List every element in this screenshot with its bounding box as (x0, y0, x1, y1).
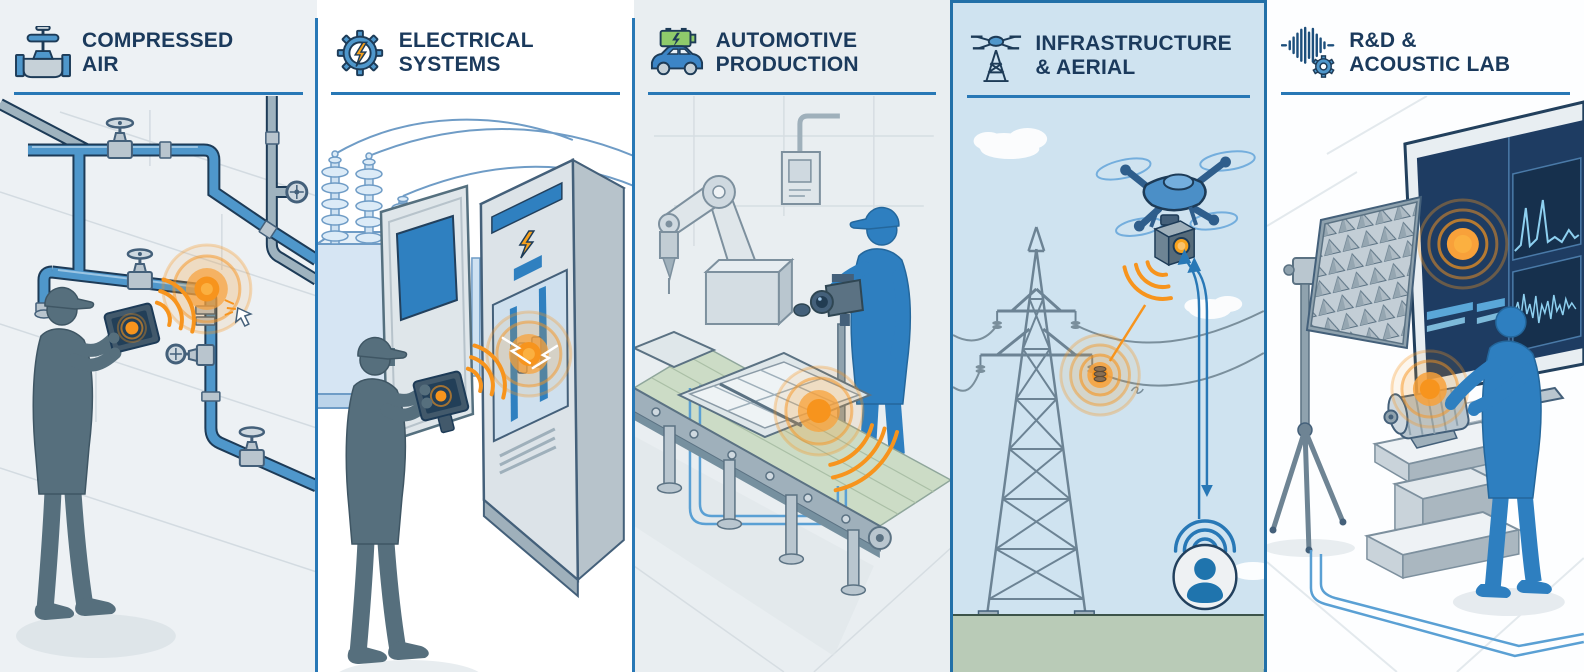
floor-cables (1309, 550, 1584, 658)
infrastructure-aerial-scene (953, 128, 1265, 672)
panel-title: AUTOMOTIVE PRODUCTION (716, 29, 859, 76)
analysis-monitor (1403, 100, 1584, 414)
cap (357, 336, 407, 360)
floor-shadow (339, 660, 479, 672)
frequency-spectrum (1512, 157, 1582, 261)
tripod-column (1300, 283, 1310, 427)
transmission-tower (975, 226, 1098, 622)
noise-glow (1390, 349, 1470, 429)
waveform (1512, 255, 1582, 353)
conveyor-belt (633, 330, 951, 656)
conveyor-legs (656, 425, 866, 596)
empty-tray (633, 330, 717, 369)
acoustic-heatmap (1417, 198, 1509, 290)
telemetry-arrows (1177, 249, 1214, 519)
compressed-air-scene (0, 96, 317, 658)
valve-icon (15, 25, 71, 78)
leak-glow (161, 243, 253, 335)
title-line-1: INFRASTRUCTURE (1035, 31, 1232, 55)
screen-buttons (1427, 298, 1506, 332)
power-lines (953, 310, 1265, 394)
header-underline (647, 92, 937, 95)
panel-title: COMPRESSED AIR (82, 29, 233, 76)
cap (44, 286, 95, 310)
arc-sparks (501, 336, 558, 370)
lightning-symbol (518, 230, 536, 259)
control-box (780, 113, 840, 205)
panel-infrastructure-aerial: INFRASTRUCTURE & AERIAL (950, 0, 1268, 672)
battery-car-icon (650, 27, 703, 75)
title-line-1: R&D & (1349, 28, 1417, 52)
header-underline (14, 92, 303, 95)
panel-title: INFRASTRUCTURE & AERIAL (1035, 32, 1231, 79)
electrical-systems-scene (316, 118, 634, 672)
rd-acoustic-lab-scene (1267, 96, 1584, 672)
header-underline (1281, 92, 1570, 95)
title-line-2: ACOUSTIC LAB (1349, 52, 1511, 76)
panel-electrical-systems: ELECTRICAL SYSTEMS (316, 0, 634, 672)
panel-title: R&D & ACOUSTIC LAB (1349, 29, 1510, 76)
ultrasound-waves (154, 277, 196, 334)
power-lines (334, 118, 634, 197)
ultrasound-waves (465, 343, 507, 400)
title-line-2: PRODUCTION (715, 52, 859, 76)
title-line-2: & AERIAL (1035, 55, 1136, 79)
detection-pointer-line (1109, 304, 1147, 362)
microphone-array-panel (1267, 195, 1423, 557)
corona-discharge-glow (1059, 333, 1142, 417)
automotive-production-scene (633, 96, 951, 672)
gear-lightning-icon (336, 29, 383, 76)
title-line-1: ELECTRICAL (398, 28, 534, 52)
valve-handwheel-mid (126, 248, 154, 290)
title-line-2: AIR (82, 52, 119, 76)
ultrasound-waves (1122, 260, 1174, 301)
valve-wheel-gray-pipe (285, 180, 309, 204)
ultrasound-waves (827, 423, 899, 493)
panel-header: AUTOMOTIVE PRODUCTION (634, 0, 951, 97)
header-underline (967, 95, 1251, 98)
panel-header: INFRASTRUCTURE & AERIAL (953, 3, 1264, 100)
engineer-silhouette (1445, 306, 1565, 616)
floor-shadow (15, 614, 176, 658)
inspection-drone (1096, 150, 1257, 267)
partial-discharge-glow (485, 310, 573, 398)
panel-divider (315, 18, 318, 672)
robot-arm (657, 175, 795, 327)
ground (953, 615, 1265, 672)
panel-divider (632, 18, 635, 672)
valve-handwheel-low (238, 426, 266, 467)
panel-header: COMPRESSED AIR (0, 0, 317, 97)
title-line-2: SYSTEMS (398, 52, 501, 76)
panel-title: ELECTRICAL SYSTEMS (399, 29, 534, 76)
title-line-1: COMPRESSED (82, 28, 234, 52)
technician-silhouette (339, 336, 479, 672)
valve-handwheel-top (105, 117, 135, 159)
header-underline (330, 92, 620, 95)
technician-silhouette (15, 286, 176, 658)
tripod-legs (1270, 427, 1346, 553)
cap (849, 206, 900, 230)
panel-header: R&D & ACOUSTIC LAB (1267, 0, 1584, 97)
panel-automotive-production: AUTOMOTIVE PRODUCTION (633, 0, 951, 672)
leak-spray-cursor (224, 299, 253, 328)
drone-tower-icon (971, 35, 1022, 82)
panel-compressed-air: COMPRESSED AIR (0, 0, 317, 672)
ground-operator-badge (1172, 543, 1238, 611)
leak-glow (773, 365, 864, 457)
sensor-probe (792, 303, 811, 317)
panel-rd-acoustic-lab: R&D & ACOUSTIC LAB (1267, 0, 1584, 672)
title-line-1: AUTOMOTIVE (715, 28, 858, 52)
handheld-acoustic-camera (103, 302, 161, 354)
waveform-gear-icon (1281, 26, 1335, 78)
valve-side (165, 343, 215, 366)
worker-silhouette (822, 206, 911, 455)
acoustic-sensor-pod (1153, 220, 1197, 267)
panel-header: ELECTRICAL SYSTEMS (317, 0, 634, 97)
